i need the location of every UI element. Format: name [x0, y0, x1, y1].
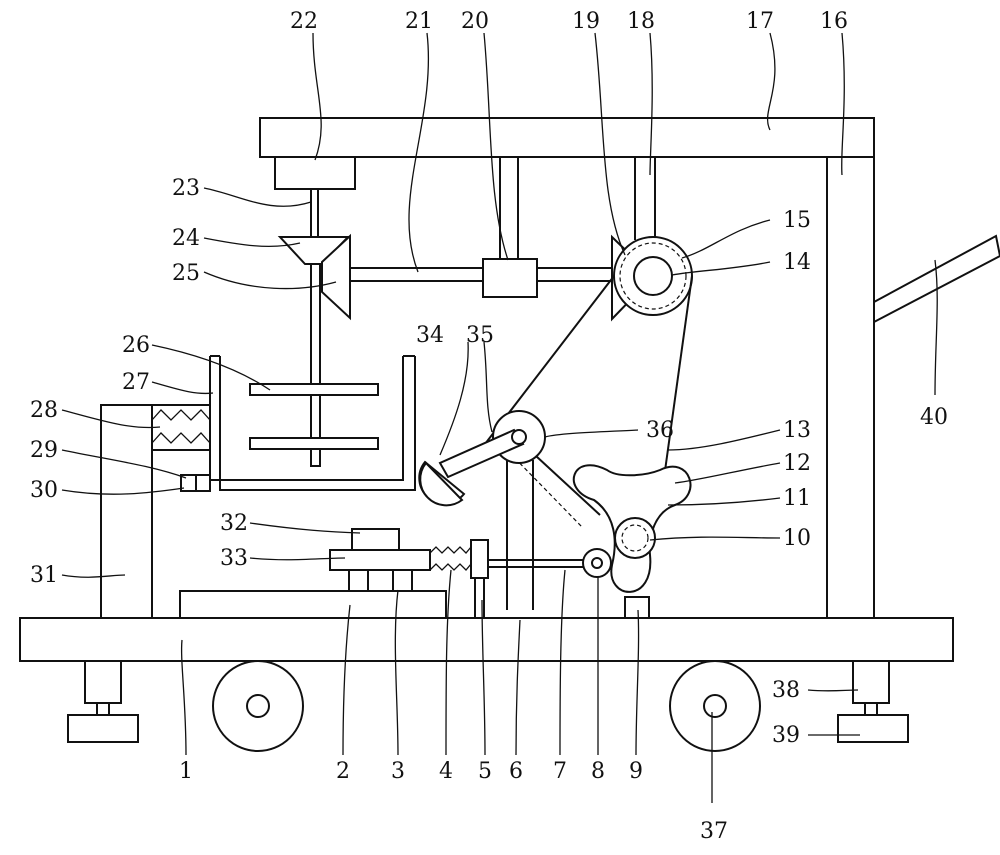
vertical-shaft	[310, 189, 321, 467]
left-spring	[151, 404, 211, 451]
right-column	[826, 156, 875, 619]
pulley-support-rod	[634, 157, 656, 240]
top-motor	[274, 156, 356, 190]
label-13: 13	[783, 418, 811, 443]
label-23: 23	[172, 176, 200, 201]
belt-36-to-star	[504, 447, 601, 529]
label-25: 25	[172, 261, 200, 286]
label-2: 2	[336, 759, 350, 784]
label-34: 34	[416, 323, 444, 348]
label-11: 11	[783, 486, 811, 511]
top-beam	[259, 117, 875, 158]
label-24: 24	[172, 226, 200, 251]
compression-spring	[429, 546, 472, 571]
support-foot-left	[67, 660, 139, 743]
label-33: 33	[220, 546, 248, 571]
leader-lines	[61, 32, 938, 803]
label-22: 22	[290, 9, 318, 34]
label-8: 8	[591, 759, 605, 784]
bearing-support-rod	[499, 157, 519, 259]
upper-pulley	[613, 236, 693, 316]
roller	[582, 548, 612, 578]
bearing-block	[482, 258, 538, 298]
label-3: 3	[391, 759, 405, 784]
label-7: 7	[553, 759, 567, 784]
part-labels: 22 21 20 19 18 17 16 23 24 25 26 27 28 2…	[30, 9, 948, 844]
guide-post	[470, 539, 489, 619]
label-28: 28	[30, 398, 58, 423]
label-36: 36	[646, 418, 674, 443]
support-foot-right	[837, 660, 909, 743]
wheel-right	[669, 660, 761, 752]
label-15: 15	[783, 208, 811, 233]
label-17: 17	[746, 9, 774, 34]
label-14: 14	[783, 250, 811, 275]
crank-support	[506, 460, 534, 610]
label-6: 6	[509, 759, 523, 784]
outlet-valve	[180, 474, 211, 492]
label-37: 37	[700, 819, 728, 844]
label-20: 20	[461, 9, 489, 34]
label-35: 35	[466, 323, 494, 348]
left-post	[100, 404, 153, 619]
stirring-paddles	[249, 383, 379, 450]
base-plate	[19, 617, 954, 662]
crank-pin	[511, 429, 527, 445]
label-10: 10	[783, 526, 811, 551]
label-9: 9	[629, 759, 643, 784]
push-rod	[488, 559, 590, 568]
label-31: 31	[30, 563, 58, 588]
label-39: 39	[772, 723, 800, 748]
label-32: 32	[220, 511, 248, 536]
bevel-gear-side	[321, 233, 351, 321]
label-40: 40	[920, 405, 948, 430]
slider-block	[329, 528, 431, 592]
mixing-tank	[209, 355, 416, 491]
cam-support	[624, 596, 650, 619]
hammer-head	[418, 460, 466, 507]
label-29: 29	[30, 438, 58, 463]
wheel-left	[212, 660, 304, 752]
label-26: 26	[122, 333, 150, 358]
label-30: 30	[30, 478, 58, 503]
label-21: 21	[405, 9, 433, 34]
label-4: 4	[439, 759, 453, 784]
label-1: 1	[179, 759, 193, 784]
label-19: 19	[572, 9, 600, 34]
label-38: 38	[772, 678, 800, 703]
base-slide	[179, 590, 447, 619]
label-16: 16	[820, 9, 848, 34]
label-5: 5	[478, 759, 492, 784]
label-18: 18	[627, 9, 655, 34]
label-12: 12	[783, 451, 811, 476]
label-27: 27	[122, 370, 150, 395]
